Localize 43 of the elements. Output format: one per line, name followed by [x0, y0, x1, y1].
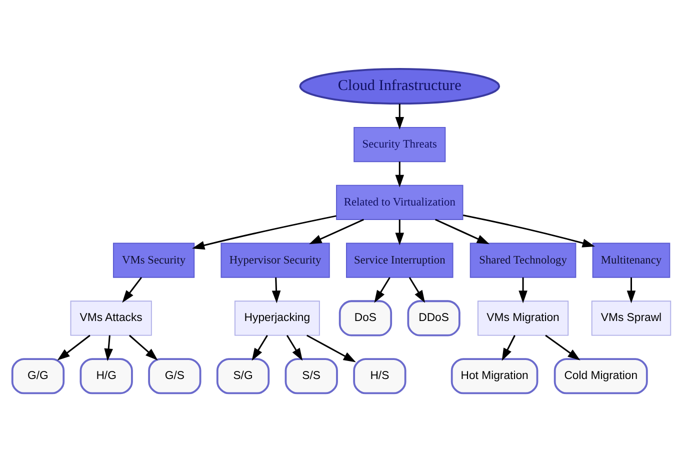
node-box: Shared Technology — [470, 242, 576, 278]
arrow — [518, 276, 528, 303]
node-box: VMs Migration — [477, 300, 569, 336]
arrow — [408, 276, 426, 302]
arrow — [435, 218, 490, 244]
node-box: S/S — [284, 358, 338, 394]
node-box: VMs Attacks — [70, 300, 152, 336]
arrow — [374, 276, 390, 302]
arrow — [252, 334, 268, 360]
arrow — [57, 334, 90, 360]
node-box: Hyperjacking — [234, 300, 320, 336]
node-box: H/G — [80, 358, 133, 394]
node-box: DoS — [338, 300, 392, 336]
node-ellipse: Cloud Infrastructure — [299, 67, 500, 104]
arrow — [122, 276, 142, 302]
node-box: G/G — [11, 358, 65, 394]
arrow — [395, 103, 404, 130]
arrow — [306, 334, 356, 362]
arrow — [626, 276, 636, 303]
node-box: Related to Virtualization — [336, 184, 464, 220]
arrow — [272, 276, 281, 303]
arrow — [502, 334, 516, 360]
arrow — [462, 214, 595, 247]
arrow — [395, 219, 404, 245]
node-box: Cold Migration — [554, 358, 648, 394]
arrow — [309, 218, 364, 244]
arrow — [286, 334, 303, 360]
node-box: VMs Sprawl — [591, 300, 672, 336]
node-box: Multitenancy — [592, 242, 670, 278]
arrow — [395, 161, 404, 187]
node-box: Security Threats — [354, 126, 446, 162]
node-box: Service Interruption — [346, 242, 454, 278]
node-box: G/S — [148, 358, 202, 394]
arrow — [128, 334, 158, 360]
node-box: DDoS — [407, 300, 460, 336]
arrow — [545, 334, 580, 360]
node-box: Hypervisor Security — [220, 242, 330, 278]
node-box: H/S — [353, 358, 406, 394]
node-box: Hot Migration — [450, 358, 538, 394]
arrow — [104, 334, 113, 361]
arrow — [192, 214, 336, 250]
node-box: VMs Security — [112, 242, 195, 278]
node-box: S/G — [216, 358, 270, 394]
